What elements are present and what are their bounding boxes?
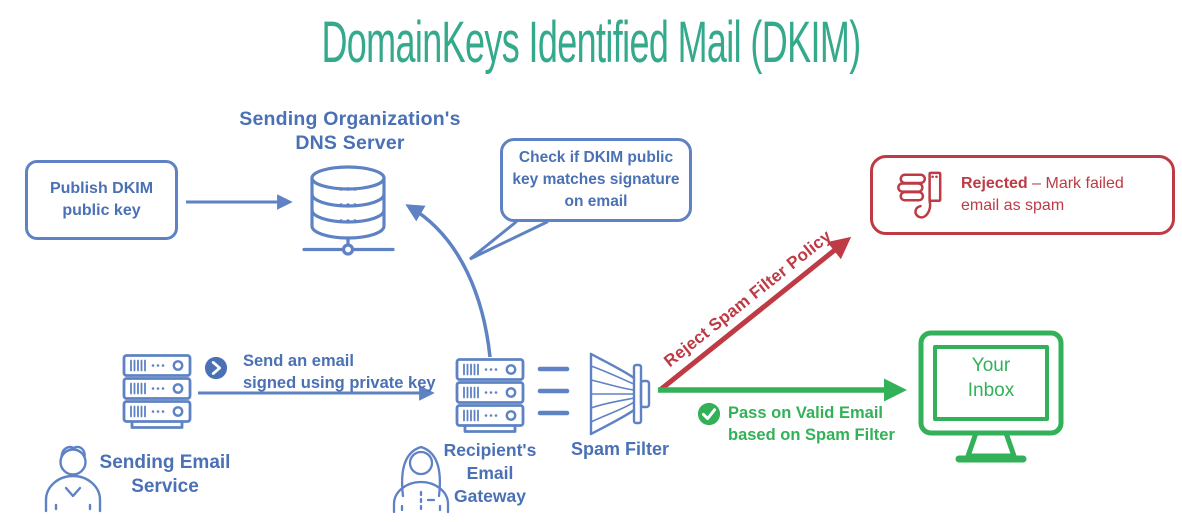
rejected-detail-label: – Mark failed email as spam xyxy=(961,175,1124,214)
server-stack-icon xyxy=(455,358,525,433)
spam-filter-label: Spam Filter xyxy=(570,439,670,459)
chevron-circle-icon xyxy=(204,356,228,380)
server-stack-icon xyxy=(122,354,192,429)
person-woman-icon xyxy=(392,445,450,514)
publish-dkim-box: Publish DKIM public key xyxy=(25,160,178,240)
rejected-bold-label: Rejected xyxy=(961,175,1028,193)
pass-valid-label: Pass on Valid Email based on Spam Filter xyxy=(728,404,895,445)
reject-policy-label: Reject Spam Filter Policy xyxy=(660,226,836,371)
page-title: DomainKeys Identified Mail (DKIM) xyxy=(321,10,861,75)
sending-service-label: Sending Email Service xyxy=(99,452,231,497)
equals-lines xyxy=(537,366,570,416)
dkim-lookup-curve-arrow xyxy=(405,204,492,358)
bubble-tail xyxy=(469,220,549,261)
person-man-icon xyxy=(44,445,102,513)
monitor-icon xyxy=(918,330,1064,463)
dns-server-label: Sending Organization's DNS Server xyxy=(239,108,461,155)
rejected-box-text: Rejected – Mark failed email as spam xyxy=(961,173,1146,216)
thumbs-down-icon xyxy=(897,171,942,219)
your-inbox-label: Your Inbox xyxy=(967,355,1015,401)
check-circle-icon xyxy=(697,402,721,426)
funnel-filter-icon xyxy=(589,352,651,436)
rejected-box: Rejected – Mark failed email as spam xyxy=(870,155,1175,235)
database-icon xyxy=(302,165,395,256)
recipient-gateway-label: Recipient's Email Gateway xyxy=(443,440,537,506)
send-email-label: Send an email signed using private key xyxy=(243,352,436,393)
check-key-speech-bubble: Check if DKIM public key matches signatu… xyxy=(500,138,692,222)
reject-arrow xyxy=(658,236,852,392)
